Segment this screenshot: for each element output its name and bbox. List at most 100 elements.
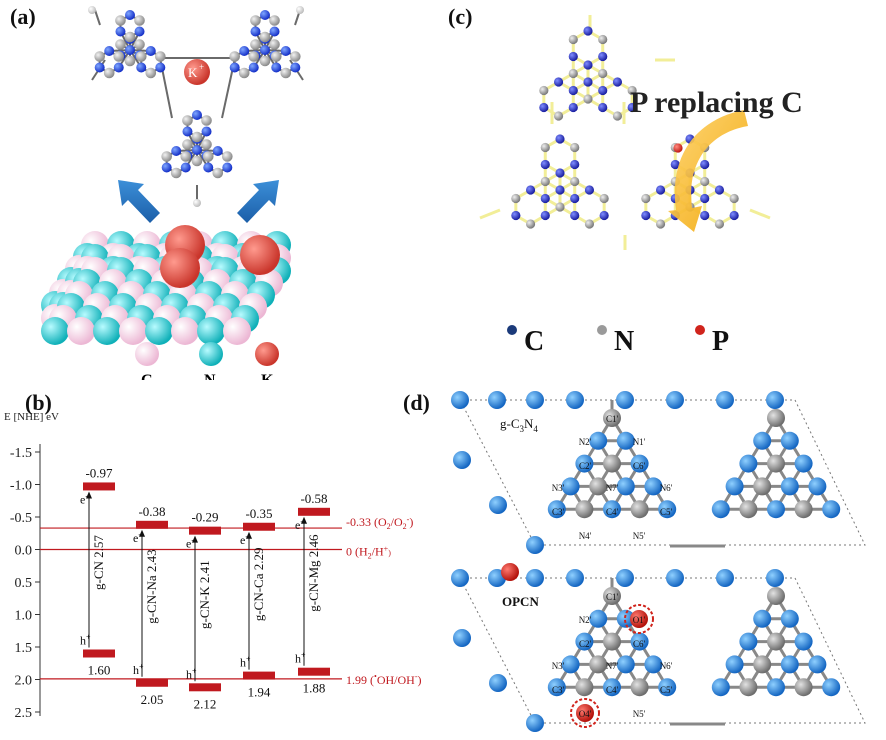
nitrogen-atom <box>612 77 623 87</box>
atom-label: N5' <box>633 709 646 719</box>
valence-band-bar <box>298 667 330 676</box>
lattice-atom <box>603 632 621 651</box>
carbon-atom <box>583 94 593 104</box>
nitrogen-atom <box>269 26 280 37</box>
nitrogen-sphere <box>41 317 69 345</box>
valence-band-bar <box>189 683 221 692</box>
carbon-atom <box>250 15 261 26</box>
carbon-atom <box>540 142 550 153</box>
hydrogen-atom <box>88 6 96 14</box>
atom-label: N7' <box>606 661 619 671</box>
carbon-sphere <box>223 317 251 345</box>
atom-label: C1' <box>606 592 619 602</box>
nitrogen-atom <box>555 168 565 178</box>
carbon-atom <box>269 39 280 50</box>
lattice-atom <box>822 678 841 697</box>
lattice-atom <box>603 678 621 697</box>
lattice-atom <box>451 391 469 409</box>
nitrogen-atom <box>540 193 550 204</box>
lattice-atom <box>739 632 758 651</box>
nitrogen-atom <box>641 210 651 221</box>
panel-c-legend: C N P <box>507 325 729 357</box>
conduction-band-bar <box>83 482 115 491</box>
carbon-atom <box>145 67 157 79</box>
electron-label: e- <box>133 530 141 545</box>
category-label: g-CN-Ca 2.29 <box>251 548 266 622</box>
carbon-atom <box>191 155 203 167</box>
nitrogen-atom <box>555 134 565 144</box>
reference-line-label: -0.33 (O2/O2-) <box>346 515 413 531</box>
atom-label: N6' <box>660 483 673 493</box>
lattice-atom <box>616 431 635 450</box>
nitrogen-atom <box>598 85 608 96</box>
electron-label: e- <box>186 536 194 551</box>
atom-label: N3' <box>552 661 565 671</box>
nitrogen-atom <box>539 102 549 113</box>
lattice-atom <box>767 678 785 697</box>
legend-k-label: K <box>261 372 274 380</box>
vb-value-label: 1.94 <box>248 685 271 700</box>
lattice-atom <box>739 454 758 473</box>
panel-d-label: (d) <box>403 390 430 415</box>
potassium-ion-charge: + <box>199 62 204 72</box>
atom-label: N2' <box>579 437 592 447</box>
nitrogen-atom <box>599 210 609 221</box>
hole-label: h+ <box>133 662 144 677</box>
atom-label: C3' <box>552 507 565 517</box>
carbon-atom <box>627 85 637 96</box>
y-tick-label: -1.5 <box>10 446 32 461</box>
category-label: g-CN-Mg 2.46 <box>306 534 321 612</box>
transition-arrowhead <box>192 535 198 543</box>
panel-c: (c) P replacing C C N P <box>440 0 886 380</box>
lattice-atom <box>794 678 813 697</box>
transition-arrowhead <box>86 491 92 499</box>
nitrogen-atom <box>145 46 156 56</box>
carbon-atom <box>212 167 224 179</box>
lattice-atom <box>566 569 584 587</box>
lattice-atom <box>658 678 677 697</box>
lattice-atom <box>666 569 684 587</box>
lattice-atom <box>575 454 594 473</box>
carbon-atom <box>191 131 203 143</box>
lattice-atom <box>794 632 813 651</box>
lattice-atom <box>780 431 799 450</box>
nitrogen-atom <box>583 60 593 70</box>
nitrogen-atom <box>670 159 680 170</box>
bond <box>94 9 101 26</box>
lattice-atom <box>616 609 635 628</box>
carbon-atom <box>134 15 145 26</box>
valence-band-bar <box>83 649 115 658</box>
reference-line-label: 1.99 (•OH/OH-) <box>346 672 421 687</box>
atom-label: N1' <box>633 437 646 447</box>
carbon-atom <box>180 151 192 162</box>
nitrogen-atom <box>729 210 739 221</box>
potassium-sphere <box>160 248 200 288</box>
lattice-atom <box>767 500 785 519</box>
carbon-atom <box>570 142 580 153</box>
potassium-sphere <box>240 235 280 275</box>
panel-a-label: (a) <box>10 4 36 29</box>
atom-label: O1' <box>633 615 646 625</box>
nitrogen-atom <box>125 45 135 55</box>
nitrogen-atom <box>260 45 270 55</box>
hydrogen-atom <box>296 6 304 14</box>
nitrogen-atom <box>248 62 259 73</box>
lattice-atom <box>488 391 506 409</box>
upward-arrows <box>118 180 279 223</box>
lattice-atom <box>630 500 649 519</box>
atom-label: C3' <box>552 685 565 695</box>
lattice-atom <box>794 454 813 473</box>
vb-value-label: 2.12 <box>194 696 217 711</box>
panel-c-label: (c) <box>448 4 473 29</box>
lattice-atom <box>526 536 544 554</box>
nitrogen-atom <box>182 126 193 137</box>
opcn-structure: C1'O1'N2'C2'C6'N7'N3'N6'C3'C4'C5'O4'N5' <box>451 563 866 732</box>
nitrogen-atom <box>271 62 282 73</box>
lattice-atom <box>589 655 608 674</box>
bottom-structure-title: OPCN <box>502 594 539 609</box>
carbon-atom <box>161 151 172 162</box>
nitrogen-atom <box>511 210 521 221</box>
nitrogen-atom <box>583 77 593 87</box>
lattice-atom <box>658 500 677 519</box>
carbon-atom <box>612 111 623 121</box>
